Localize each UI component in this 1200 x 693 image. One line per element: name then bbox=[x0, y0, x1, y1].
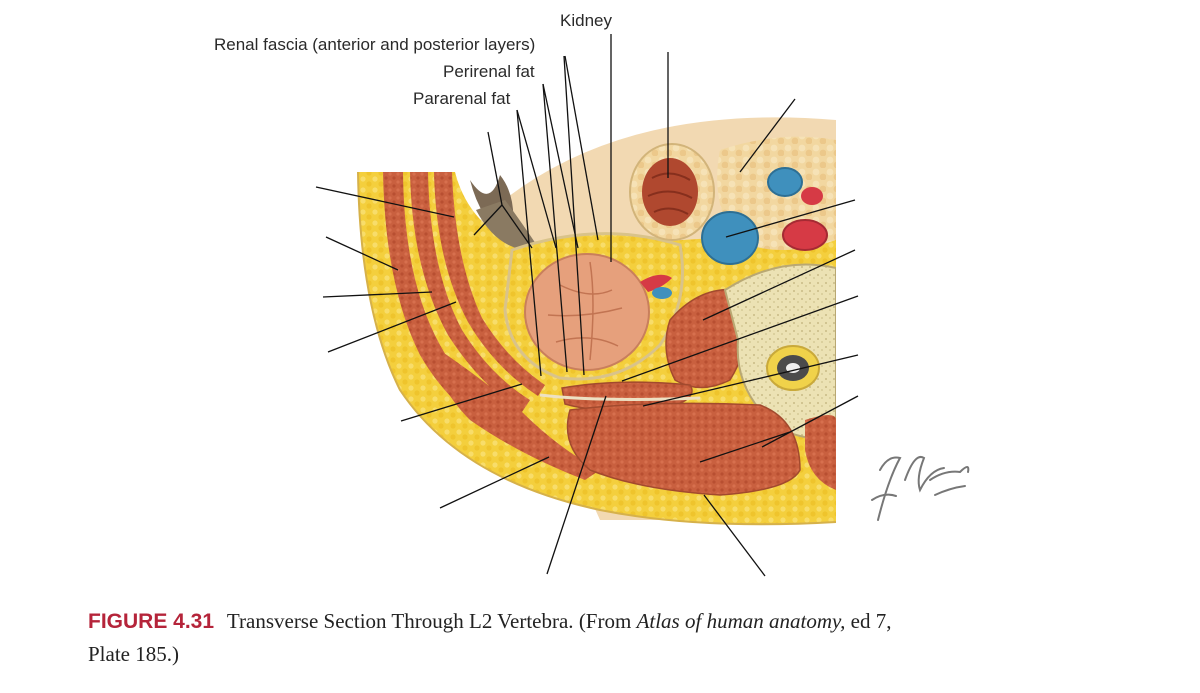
figure-number: FIGURE 4.31 bbox=[88, 610, 215, 633]
renal-vein bbox=[652, 287, 672, 299]
kidney bbox=[524, 253, 650, 371]
anatomical-section-illustration bbox=[315, 34, 970, 577]
bowel-folds bbox=[647, 172, 693, 215]
latissimus-muscle bbox=[432, 345, 600, 480]
colon-lumen bbox=[476, 200, 540, 251]
label-renal-fascia: Renal fascia (anterior and posterior lay… bbox=[214, 35, 536, 54]
aorta bbox=[782, 219, 828, 251]
mesenteric-vein bbox=[767, 167, 803, 197]
deep-back-muscle bbox=[805, 415, 836, 490]
erector-spinae-muscle bbox=[566, 402, 801, 496]
thoracolumbar-fascia bbox=[539, 393, 701, 401]
cross-section bbox=[357, 117, 836, 526]
netter-signature bbox=[871, 456, 970, 521]
caption-source-prefix: (From bbox=[578, 609, 632, 633]
renal-hilum-vessels bbox=[640, 274, 672, 292]
abdominal-wall-muscle-middle bbox=[410, 172, 530, 412]
label-kidney: Kidney bbox=[560, 11, 612, 30]
label-pararenal-fat: Pararenal fat bbox=[413, 89, 511, 108]
spinal-cord-center bbox=[786, 363, 800, 373]
label-perirenal-fat: Perirenal fat bbox=[443, 62, 535, 81]
ivc-vessel bbox=[701, 211, 759, 265]
figure-caption: FIGURE 4.31 Transverse Section Through L… bbox=[88, 605, 1088, 671]
leader-lines bbox=[315, 34, 859, 577]
caption-plate: Plate 185.) bbox=[88, 642, 179, 666]
psoas-muscle bbox=[665, 288, 749, 389]
kidney-pyramids bbox=[547, 261, 623, 361]
caption-source-suffix: ed 7, bbox=[850, 609, 892, 633]
caption-text: Transverse Section Through L2 Vertebra. bbox=[226, 609, 574, 633]
abdominal-wall-muscle-inner bbox=[434, 172, 545, 396]
mesenteric-artery bbox=[801, 187, 823, 205]
caption-source-title: Atlas of human anatomy, bbox=[636, 609, 846, 633]
